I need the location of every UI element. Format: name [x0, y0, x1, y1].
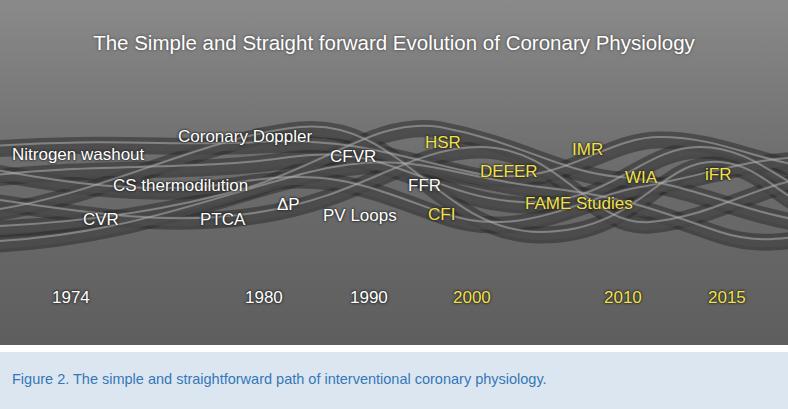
method-label: Nitrogen washout	[12, 145, 144, 165]
year-label: 2000	[453, 288, 491, 308]
method-label: Coronary Doppler	[178, 127, 312, 147]
year-label: 2015	[708, 288, 746, 308]
year-label: 2010	[604, 288, 642, 308]
method-label: CS thermodilution	[113, 176, 248, 196]
method-label: CFI	[428, 205, 455, 225]
method-label: CVR	[83, 210, 119, 230]
study-label: FAME Studies	[525, 194, 633, 214]
method-label: ΔP	[277, 195, 300, 215]
method-label: CFVR	[330, 147, 376, 167]
rope-body	[0, 129, 788, 245]
diagram-title: The Simple and Straight forward Evolutio…	[0, 31, 788, 55]
year-label: 1974	[52, 288, 90, 308]
method-label: IMR	[572, 140, 603, 160]
year-label: 1980	[245, 288, 283, 308]
rope-shadow	[0, 129, 788, 245]
method-label: DEFER	[480, 162, 538, 182]
method-label: PTCA	[200, 210, 245, 230]
rope-highlight	[0, 126, 788, 242]
figure-caption: Figure 2. The simple and straightforward…	[12, 371, 547, 388]
method-label: WIA	[625, 168, 657, 188]
year-label: 1990	[350, 288, 388, 308]
method-label: FFR	[408, 176, 441, 196]
method-label: PV Loops	[323, 206, 397, 226]
method-label: HSR	[425, 133, 461, 153]
method-label: iFR	[705, 165, 731, 185]
